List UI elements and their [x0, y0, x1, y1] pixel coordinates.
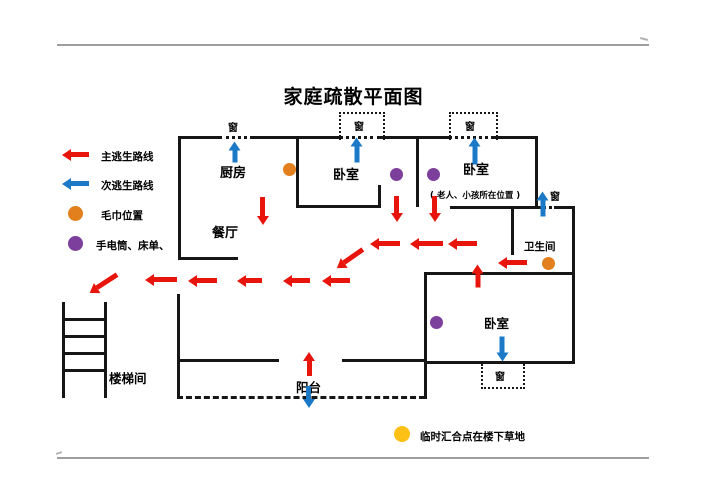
bottom-rule [57, 457, 649, 459]
wall [424, 272, 427, 399]
main-route-arrow [257, 197, 269, 225]
page-title: 家庭疏散平面图 [283, 86, 424, 108]
window-opening [449, 136, 494, 139]
main-route-arrow [370, 238, 400, 250]
page-artifact [639, 37, 649, 41]
wall [535, 136, 538, 209]
secondary-route-arrow [350, 137, 363, 163]
wall [450, 206, 537, 209]
main-route-arrow [448, 238, 477, 250]
room-label-stairwell: 楼梯间 [109, 371, 147, 386]
wall [416, 136, 419, 207]
window-opening [219, 136, 253, 139]
secondary-route-arrow [468, 137, 481, 165]
wall [296, 136, 299, 208]
window-label: 窗 [354, 122, 364, 133]
wall [424, 361, 575, 364]
main-route-arrow [237, 275, 262, 287]
flashlight-dot-icon [430, 316, 443, 329]
towel-dot-icon [283, 163, 296, 176]
secondary-route-arrow [228, 141, 241, 163]
legend-main-route-arrow-icon [62, 149, 89, 161]
balcony-edge-dashed [177, 396, 425, 399]
stairs-rung [62, 352, 107, 355]
wall [557, 206, 575, 209]
main-route-arrow [145, 274, 177, 286]
legend-flashlight-label: 手电筒、床单、 [96, 240, 170, 252]
wall [178, 136, 219, 139]
legend-main-route-label: 主逃生路线 [101, 151, 154, 163]
wall [178, 136, 181, 260]
window-box [481, 364, 525, 389]
main-route-arrow [303, 352, 315, 376]
room-label-bedroom1: 卧室 [333, 168, 360, 183]
wall [572, 206, 575, 364]
wall [296, 205, 380, 208]
legend-flashlight-dot-icon [68, 236, 83, 251]
main-route-arrow [429, 196, 441, 222]
main-route-arrow [322, 275, 350, 287]
top-rule [57, 44, 649, 46]
room-label-kitchen: 厨房 [220, 166, 247, 181]
legend-secondary-route-label: 次逃生路线 [101, 180, 154, 192]
room-label-bedroom2: 卧室 [463, 163, 490, 178]
legend-towel-dot-icon [68, 206, 83, 221]
legend-secondary-route-arrow-icon [62, 178, 89, 190]
main-route-arrow [188, 275, 217, 287]
meeting-point-dot-icon [394, 426, 410, 442]
stairs-rail [62, 302, 65, 398]
page-artifact [55, 451, 63, 455]
room-label-dining: 餐厅 [212, 226, 239, 241]
main-route-arrow [410, 238, 443, 250]
window-opening [339, 136, 381, 139]
wall [178, 257, 238, 260]
meeting-point-note: 临时汇合点在楼下草地 [420, 431, 525, 443]
wall [378, 185, 381, 208]
main-route-arrow [333, 245, 366, 274]
legend-towel-label: 毛巾位置 [101, 210, 143, 222]
stairs-rung [62, 318, 107, 321]
wall [177, 294, 180, 399]
wall [494, 136, 538, 139]
secondary-route-arrow [536, 191, 549, 217]
main-route-arrow [471, 264, 484, 288]
elderly-location-note: ( 老人、小孩所在位置 ) [430, 191, 521, 201]
main-route-arrow [283, 275, 310, 287]
secondary-route-arrow [496, 336, 509, 362]
window-label: 窗 [228, 123, 238, 134]
wall [342, 359, 424, 362]
window-label: 窗 [550, 192, 560, 203]
main-route-arrow [86, 270, 120, 299]
window-label: 窗 [465, 122, 475, 133]
main-route-arrow [391, 196, 403, 222]
window-label: 窗 [495, 372, 505, 383]
stairs-rung [62, 369, 107, 372]
stairs-rail [104, 302, 107, 398]
towel-dot-icon [542, 257, 555, 270]
stairs-rung [62, 335, 107, 338]
room-label-bedroom3: 卧室 [484, 316, 510, 331]
window-opening [538, 206, 557, 209]
secondary-route-arrow [303, 386, 315, 408]
main-route-arrow [498, 257, 527, 269]
wall [511, 206, 514, 255]
room-label-bathroom: 卫生间 [524, 241, 556, 253]
flashlight-dot-icon [390, 168, 403, 181]
wall [424, 272, 575, 275]
wall [177, 359, 279, 362]
wall [381, 136, 449, 139]
flashlight-dot-icon [427, 168, 440, 181]
window-box [449, 112, 498, 140]
window-box [339, 112, 385, 140]
